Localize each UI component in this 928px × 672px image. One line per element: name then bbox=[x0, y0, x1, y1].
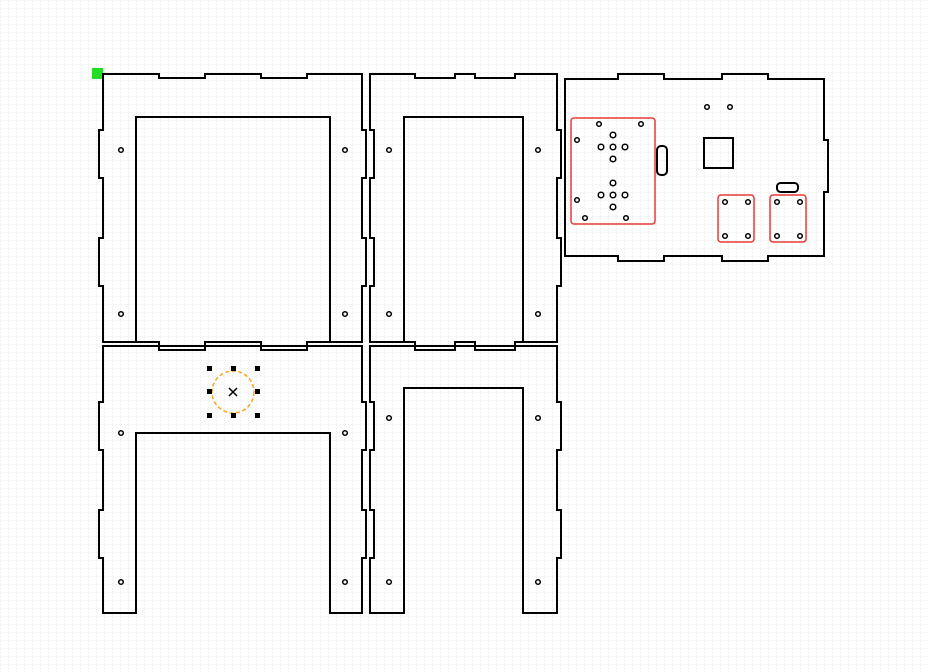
screw-hole[interactable] bbox=[534, 414, 542, 422]
vertical-slot[interactable] bbox=[656, 145, 668, 176]
screw-hole[interactable] bbox=[117, 578, 125, 586]
selected-circle-hole[interactable] bbox=[207, 366, 260, 418]
side-panel-top-right[interactable] bbox=[369, 73, 562, 347]
square-cutout[interactable] bbox=[703, 137, 734, 169]
mount-group-box-right[interactable] bbox=[769, 194, 807, 243]
screw-hole[interactable] bbox=[341, 146, 349, 154]
screw-hole[interactable] bbox=[117, 429, 125, 437]
hole[interactable] bbox=[595, 120, 603, 128]
hole[interactable] bbox=[726, 103, 734, 111]
hole[interactable] bbox=[597, 143, 605, 151]
resize-handle-s[interactable] bbox=[231, 413, 236, 418]
hole[interactable] bbox=[796, 198, 804, 206]
hole[interactable] bbox=[744, 198, 752, 206]
hole[interactable] bbox=[609, 179, 617, 187]
screw-hole[interactable] bbox=[341, 310, 349, 318]
side-panel-bottom-left[interactable] bbox=[98, 345, 367, 614]
hole[interactable] bbox=[609, 155, 617, 163]
side-panel-top-left[interactable] bbox=[98, 73, 367, 347]
panel-window[interactable] bbox=[135, 116, 331, 342]
hole[interactable] bbox=[597, 191, 605, 199]
mount-group-box-left[interactable] bbox=[717, 194, 755, 243]
hole[interactable] bbox=[773, 198, 781, 206]
resize-handle-ne[interactable] bbox=[255, 366, 260, 371]
horizontal-slot[interactable] bbox=[776, 182, 799, 193]
hole[interactable] bbox=[609, 131, 617, 139]
screw-hole[interactable] bbox=[534, 310, 542, 318]
hole[interactable] bbox=[581, 214, 589, 222]
panel-outline[interactable] bbox=[369, 345, 562, 614]
hole[interactable] bbox=[573, 136, 581, 144]
panel-outline[interactable] bbox=[369, 73, 562, 347]
resize-handle-nw[interactable] bbox=[207, 366, 212, 371]
resize-handle-w[interactable] bbox=[207, 389, 212, 394]
hole[interactable] bbox=[721, 198, 729, 206]
hole[interactable] bbox=[744, 232, 752, 240]
panel-outline[interactable] bbox=[98, 73, 367, 347]
hole[interactable] bbox=[621, 191, 629, 199]
plate-outline[interactable] bbox=[564, 73, 829, 262]
hole[interactable] bbox=[773, 232, 781, 240]
panel-window[interactable] bbox=[403, 116, 524, 342]
screw-hole[interactable] bbox=[385, 146, 393, 154]
screw-hole[interactable] bbox=[385, 310, 393, 318]
resize-handle-se[interactable] bbox=[255, 413, 260, 418]
hole[interactable] bbox=[622, 214, 630, 222]
hole[interactable] bbox=[637, 120, 645, 128]
hole[interactable] bbox=[609, 143, 617, 151]
joystick-group-box[interactable] bbox=[570, 117, 656, 225]
resize-handle-n[interactable] bbox=[231, 366, 236, 371]
screw-hole[interactable] bbox=[385, 578, 393, 586]
side-panel-bottom-right[interactable] bbox=[369, 345, 562, 614]
center-x-icon bbox=[228, 387, 238, 397]
screw-hole[interactable] bbox=[117, 146, 125, 154]
hole[interactable] bbox=[621, 143, 629, 151]
hole[interactable] bbox=[721, 232, 729, 240]
resize-handle-sw[interactable] bbox=[207, 413, 212, 418]
hole[interactable] bbox=[703, 103, 711, 111]
plate-holes[interactable] bbox=[573, 103, 804, 240]
hole[interactable] bbox=[609, 203, 617, 211]
hole[interactable] bbox=[609, 191, 617, 199]
screw-hole[interactable] bbox=[534, 146, 542, 154]
electronics-plate[interactable] bbox=[564, 73, 829, 262]
screw-hole[interactable] bbox=[385, 414, 393, 422]
panel-outline[interactable] bbox=[98, 345, 367, 614]
screw-hole[interactable] bbox=[534, 578, 542, 586]
screw-hole[interactable] bbox=[341, 429, 349, 437]
screw-hole[interactable] bbox=[117, 310, 125, 318]
hole[interactable] bbox=[573, 196, 581, 204]
screw-hole[interactable] bbox=[341, 578, 349, 586]
origin-marker-icon[interactable] bbox=[92, 68, 103, 79]
hole[interactable] bbox=[796, 232, 804, 240]
resize-handle-e[interactable] bbox=[255, 389, 260, 394]
